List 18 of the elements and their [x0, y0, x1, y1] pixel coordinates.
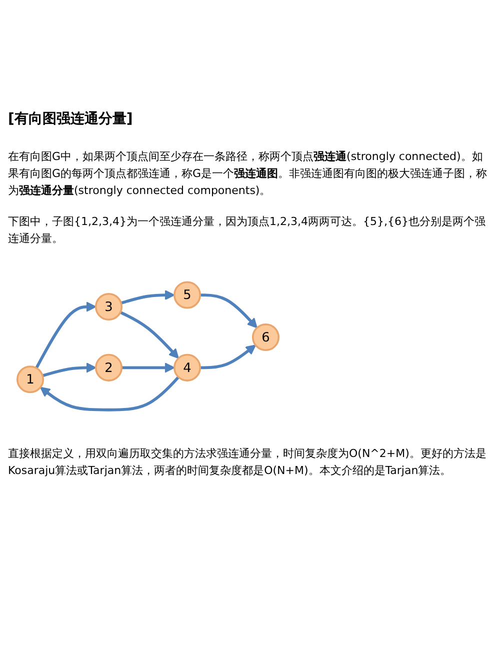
- arrow: [122, 362, 175, 373]
- arrow: [200, 344, 256, 370]
- arrow: [42, 362, 96, 378]
- node-circle: 3: [94, 292, 123, 321]
- arrow: [120, 310, 179, 359]
- paragraph: 直接根据定义，用双向遍历取交集的方法求强连通分量，时间复杂度为O(N^2+M)。更好的方法是Kosaraju算法或Tarjan算法，两者的时间复杂度都是O(N+M)。本文介绍的是Tarjan算法。: [8, 446, 488, 479]
- node-circle: 6: [252, 323, 280, 351]
- node-circle: 1: [16, 366, 44, 394]
- paragraph: 下图中，子图{1,2,3,4}为一个强连通分量，因为顶点1,2,3,4两两可达。{5},{6}也分别是两个强连通分量。: [8, 214, 486, 247]
- arrow: [120, 290, 175, 304]
- arrow: [40, 376, 180, 412]
- title: [有向图强连通分量]: [8, 110, 134, 128]
- arrow: [35, 302, 96, 369]
- paragraph: 在有向图G中，如果两个顶点间至少存在一条路径，称两个顶点强连通(strongly connected)。如果有向图G的每两个顶点都强连通，称G是一个强连通图。非强连通图有向图的极大强连通子图，称为强连通分量(strongly connected components)。: [8, 149, 488, 199]
- node-circle: 2: [94, 354, 123, 382]
- arrow: [200, 294, 258, 328]
- node-circle: 4: [173, 354, 202, 382]
- node-circle: 5: [173, 281, 202, 309]
